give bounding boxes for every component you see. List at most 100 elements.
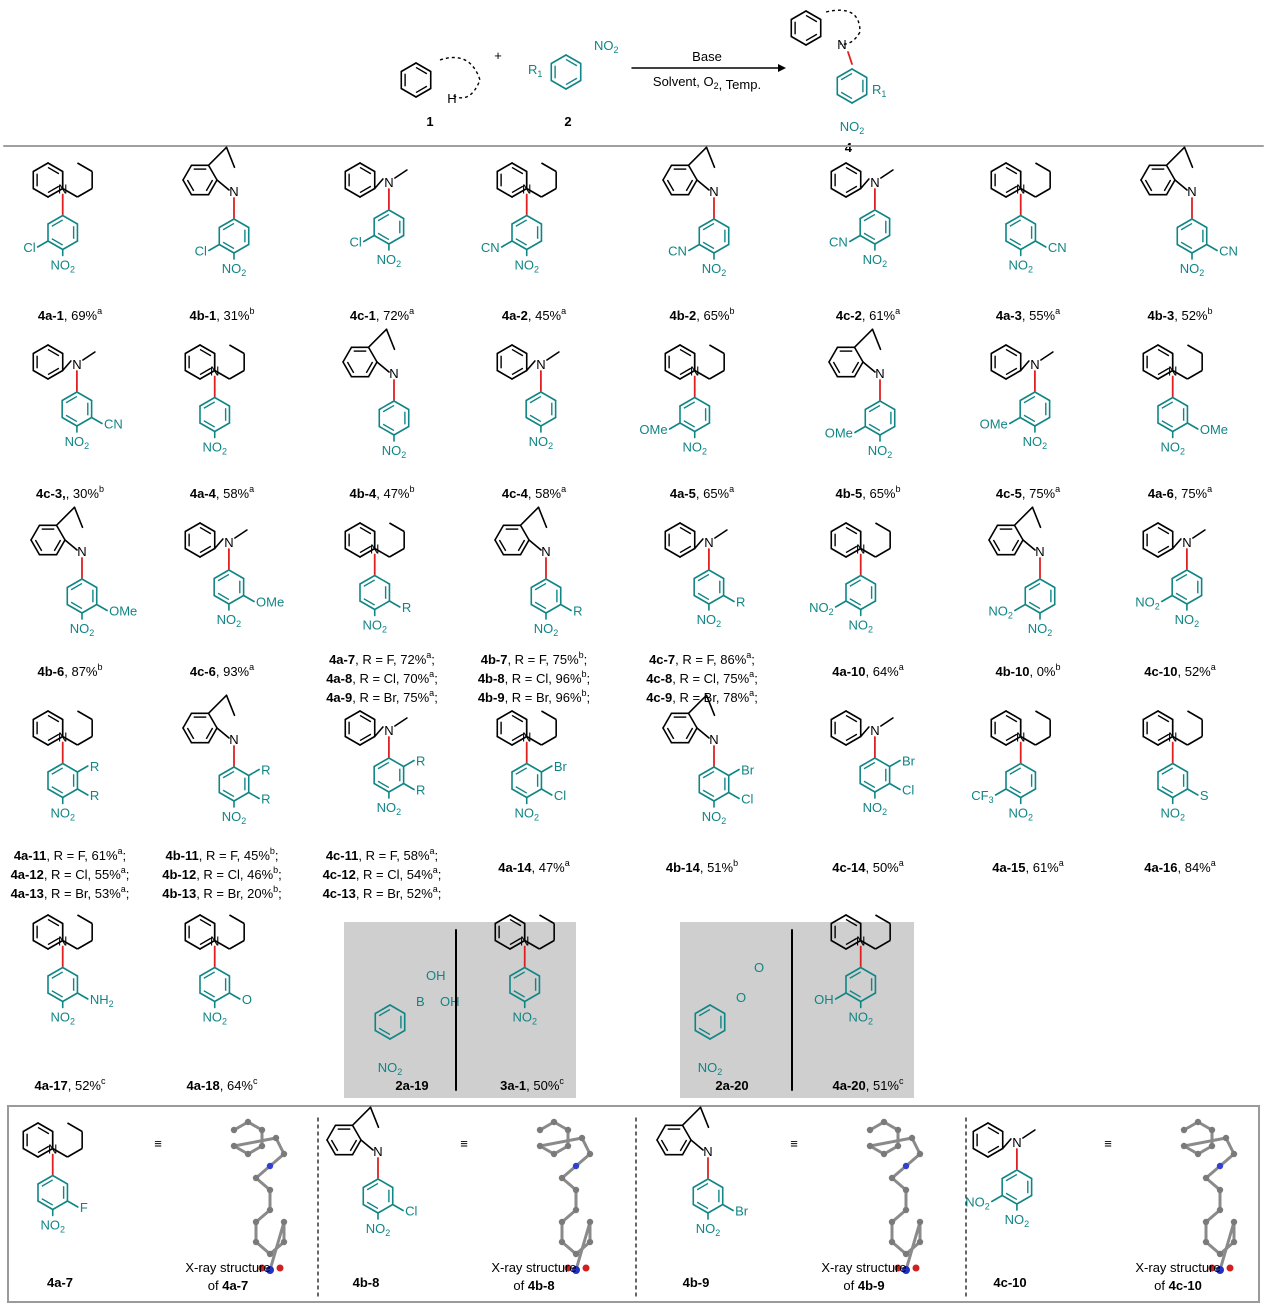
ring-bond [1005, 735, 1022, 746]
ring-bond [525, 788, 543, 799]
substituent-bond [854, 425, 867, 434]
nitroarene-ring [679, 396, 711, 433]
ring-bond [875, 914, 891, 925]
nitroarene-ring [1005, 214, 1037, 251]
ring-bond [805, 35, 822, 46]
ring-bond [687, 712, 698, 729]
model-atom [558, 1174, 566, 1182]
ring-bond [47, 214, 64, 225]
nitroarene-ring [47, 762, 79, 799]
ring-bond [830, 187, 847, 198]
ring-bond [990, 369, 1007, 380]
compound-caption: 4b-10, 0%b [996, 662, 1061, 679]
ring-bond [47, 710, 64, 721]
substituent-bond [688, 243, 701, 252]
ring-double-bond [1157, 733, 1170, 742]
ring-bond [359, 162, 376, 173]
compound-caption: 4a-6, 75%a [1148, 484, 1212, 501]
saturated-ring [213, 344, 245, 380]
ring-bond [709, 1004, 726, 1015]
ring-double-bond [702, 241, 715, 250]
compound-caption: 4a-13, R = Br, 53%a; [11, 884, 130, 901]
ring-bond [1171, 788, 1189, 799]
nitroarene-ring [864, 400, 896, 436]
ring-bond [496, 344, 513, 355]
nitro-group: NO2 [1005, 1212, 1030, 1229]
nitro-group: NO2 [1008, 806, 1033, 823]
ring-bond [851, 93, 868, 104]
ring-bond [1035, 162, 1051, 173]
model-atom [1216, 1266, 1224, 1274]
nitro-group: NO2 [863, 800, 888, 817]
ring-bond [694, 1029, 711, 1040]
ring-bond [359, 735, 376, 746]
substituent-label: NO2 [1135, 595, 1160, 612]
substituent-label: CN [104, 417, 123, 432]
model-atom [258, 1126, 266, 1134]
ring-double-bond [1009, 786, 1022, 794]
ring-double-bond [415, 85, 428, 94]
ring-bond [511, 735, 528, 746]
ring-bond [525, 416, 542, 427]
ring-bond [681, 1124, 692, 1141]
ring-double-bond [37, 1126, 50, 1135]
ring-bond [525, 214, 543, 225]
nitro-group: NO2 [868, 443, 893, 460]
substituent-label: Cl [554, 788, 566, 803]
model-atom [902, 1162, 910, 1170]
ring-double-bond [222, 770, 235, 779]
substituent-label: Cl [195, 244, 207, 259]
ring-bond [511, 344, 528, 355]
model-atom [902, 1266, 910, 1274]
bond [696, 179, 710, 191]
nitrogen-atom: N [522, 730, 531, 745]
saturated-ring [1019, 710, 1051, 746]
substituent-label: CN [829, 235, 848, 250]
nitrogen-atom: N [690, 364, 699, 379]
ring-bond [66, 578, 83, 589]
dashed-ring [439, 56, 481, 99]
ring-bond [1176, 243, 1193, 254]
ring-double-bond [845, 545, 858, 554]
ring-bond [496, 162, 513, 173]
ring-bond [1187, 735, 1203, 746]
ring-bond [845, 992, 862, 1003]
plus-sign: + [494, 48, 502, 63]
substituent-bond [540, 788, 553, 796]
ring-double-bond [199, 367, 212, 376]
nh-hydrogen: H [447, 91, 456, 106]
xray-compound-label: 4b-9 [683, 1275, 710, 1290]
nitroarene-ring [693, 569, 725, 605]
ring-double-bond [47, 348, 60, 357]
ring-double-bond [863, 213, 876, 222]
model-atom [572, 1186, 580, 1194]
substituent-label: F [80, 1200, 88, 1215]
substituent-label: R [90, 788, 99, 803]
ring-bond [545, 603, 562, 614]
boron-atom: B [416, 994, 425, 1009]
ring-bond [52, 1147, 68, 1158]
ring-bond [199, 939, 216, 950]
substituent-bond [559, 603, 572, 612]
substituent-label: OH [814, 992, 834, 1007]
oxygen-atom-model [894, 1264, 902, 1272]
ring-double-bond [217, 573, 230, 582]
ring-bond [37, 1122, 54, 1133]
compound-caption: 4a-2, 45%a [502, 306, 566, 323]
ring-bond [541, 735, 557, 746]
compound-caption: 4a-17, 52%c [35, 1076, 107, 1093]
ring-bond [229, 369, 245, 380]
model-atom [564, 1142, 572, 1150]
ring-bond [77, 187, 93, 198]
ring-bond [207, 712, 218, 729]
ring-double-bond [702, 222, 715, 231]
ring-bond [693, 396, 711, 407]
compound-caption: 2a-19 [395, 1078, 428, 1093]
ring-bond [805, 10, 822, 21]
nitroarene-ring [1171, 569, 1203, 605]
nitroarene-ring [530, 578, 562, 614]
model-atom [266, 1162, 274, 1170]
reagent-ring [374, 1004, 406, 1040]
reagent-conditions: Solvent, O2, Temp. [653, 74, 761, 92]
reagent-ring [694, 1004, 726, 1040]
